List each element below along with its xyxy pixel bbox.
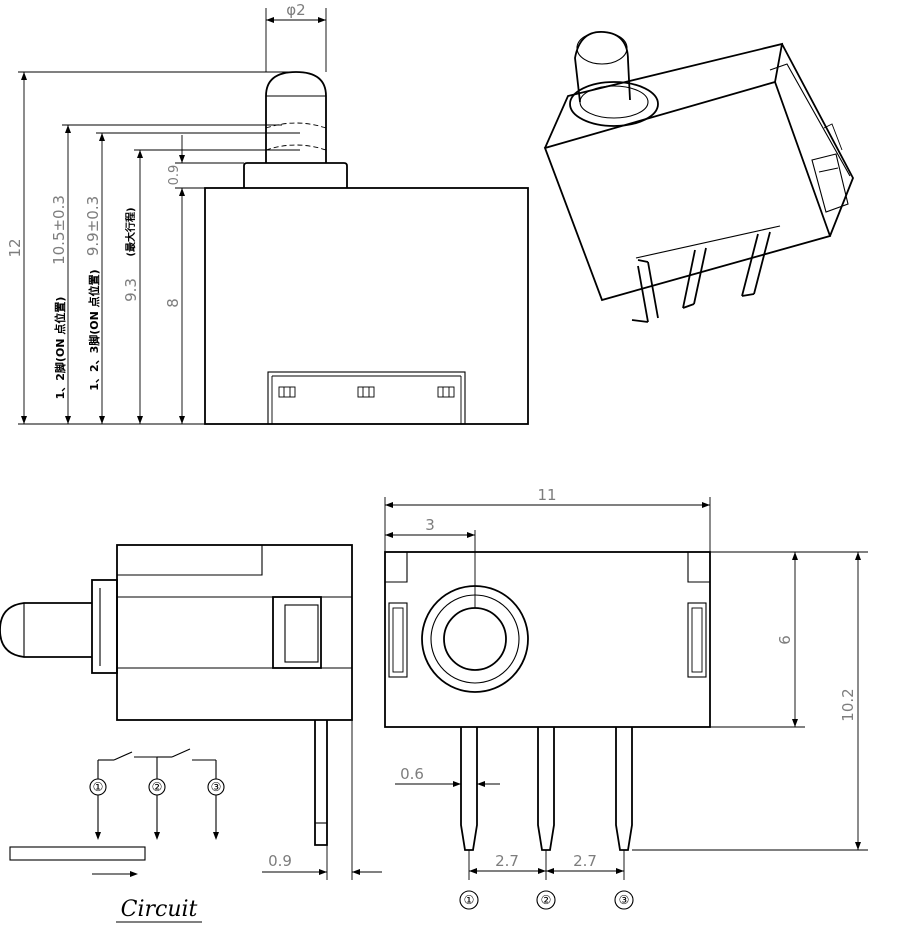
dim-overall: 12 (6, 238, 24, 257)
dim-pitch-b: 2.7 (573, 852, 597, 870)
front-view-slot (388, 602, 408, 678)
pin-number-2 (536, 890, 556, 910)
dim-max-travel: 9.3 (122, 278, 140, 302)
dim-actuator-offset: 3 (425, 516, 435, 534)
actuator-collar (243, 162, 348, 188)
front-view-pin-3 (615, 727, 633, 851)
pin-number-1 (459, 890, 479, 910)
front-view: 11 3 6 10.2 0.6 2.7 2.7 ① ② (384, 486, 868, 910)
pin-label: ② (541, 893, 552, 907)
terminal-slot (437, 386, 455, 398)
dim-pin-thickness: 0.9 (268, 852, 292, 870)
side-view-collar (91, 579, 118, 674)
front-view-pin-1 (460, 727, 478, 851)
dim-phi: φ2 (286, 1, 305, 19)
iso-pin (741, 231, 771, 297)
iso-side-slot (811, 153, 849, 213)
dim-width: 11 (537, 486, 556, 504)
iso-pin (682, 247, 707, 309)
dim-on-pos-12: 10.5±0.3 (50, 195, 68, 265)
switch-contact (171, 748, 191, 758)
iso-front-face (543, 80, 832, 302)
terminal-slot (357, 386, 375, 398)
note-max-travel: (最大行程) (124, 207, 137, 256)
iso-top-face (544, 42, 784, 149)
circuit-diagram: ① ② ③ Circuit (9, 748, 225, 923)
iso-right-face (781, 43, 854, 237)
actuator (265, 71, 327, 163)
dim-pin-width: 0.6 (400, 765, 424, 783)
dim-height: 6 (776, 635, 794, 645)
side-view-clip (272, 596, 322, 669)
side-view-pin (314, 720, 328, 846)
terminal-slot (278, 386, 296, 398)
circuit-node-label: ① (93, 780, 104, 794)
top-view-body (204, 187, 529, 425)
iso-pin (631, 259, 659, 323)
circuit-title: Circuit (121, 897, 198, 922)
pin-label: ③ (619, 893, 630, 907)
top-view: φ2 12 10.5±0.3 9.9±0.3 9.3 0.9 8 1、2脚(ON… (6, 1, 529, 425)
front-view-slot (687, 602, 707, 678)
side-view-actuator (0, 602, 92, 658)
front-view-actuator (443, 607, 507, 671)
dim-body: 8 (164, 298, 182, 308)
iso-actuator-base (569, 81, 659, 127)
dim-gap: 0.9 (167, 165, 182, 186)
switch-contact (113, 751, 133, 761)
pin-label: ① (464, 893, 475, 907)
circuit-slider (9, 846, 146, 861)
note-pins-23: 1、2、3脚(ON 点位置) (87, 269, 101, 390)
front-view-pin-2 (537, 727, 555, 851)
isometric-view (543, 31, 854, 323)
dim-total-height: 10.2 (839, 688, 857, 721)
side-view-body (116, 544, 353, 721)
note-pins-12: 1、2脚(ON 点位置) (53, 297, 67, 400)
dim-on-pos-23: 9.9±0.3 (84, 196, 102, 256)
pin-number-3 (614, 890, 634, 910)
top-view-terminal-block (267, 371, 466, 425)
circuit-node-label: ③ (211, 780, 222, 794)
dim-pitch-a: 2.7 (495, 852, 519, 870)
circuit-node-label: ② (152, 780, 163, 794)
front-view-body (384, 551, 711, 728)
side-view: 0.9 (0, 544, 382, 880)
